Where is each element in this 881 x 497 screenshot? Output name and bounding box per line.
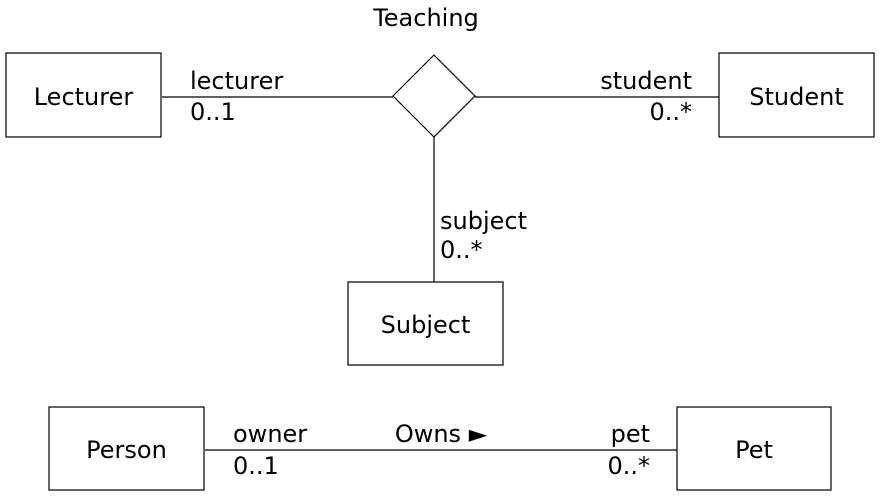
lecturer-class-name: Lecturer bbox=[34, 83, 134, 111]
lecturer-class[interactable]: Lecturer bbox=[5, 52, 162, 138]
subject-class-box[interactable] bbox=[347, 281, 504, 366]
pet-class-box[interactable] bbox=[676, 406, 832, 491]
student-role-label: student bbox=[600, 67, 692, 95]
subject-class[interactable]: Subject bbox=[347, 281, 504, 366]
person-class[interactable]: Person bbox=[48, 406, 205, 491]
lecturer-class-box[interactable] bbox=[5, 52, 162, 138]
owns-association-name: Owns ► bbox=[395, 420, 488, 448]
teaching-association-name: Teaching bbox=[372, 4, 479, 32]
pet-multiplicity: 0..* bbox=[607, 452, 650, 480]
teaching-association-diamond[interactable] bbox=[392, 54, 476, 138]
lecturer-multiplicity: 0..1 bbox=[190, 98, 236, 126]
owner-multiplicity: 0..1 bbox=[233, 452, 279, 480]
lecturer-role-label: lecturer bbox=[190, 67, 283, 95]
student-class-name: Student bbox=[749, 83, 843, 111]
subject-class-name: Subject bbox=[381, 311, 471, 339]
student-multiplicity: 0..* bbox=[649, 98, 692, 126]
pet-class-name: Pet bbox=[735, 436, 773, 464]
person-class-name: Person bbox=[86, 436, 167, 464]
pet-role-label: pet bbox=[611, 420, 650, 448]
owner-role-label: owner bbox=[233, 420, 307, 448]
person-class-box[interactable] bbox=[48, 406, 205, 491]
student-class[interactable]: Student bbox=[718, 52, 875, 138]
subject-role-label: subject bbox=[440, 207, 527, 235]
pet-class[interactable]: Pet bbox=[676, 406, 832, 491]
student-class-box[interactable] bbox=[718, 52, 875, 138]
subject-multiplicity: 0..* bbox=[440, 236, 483, 264]
